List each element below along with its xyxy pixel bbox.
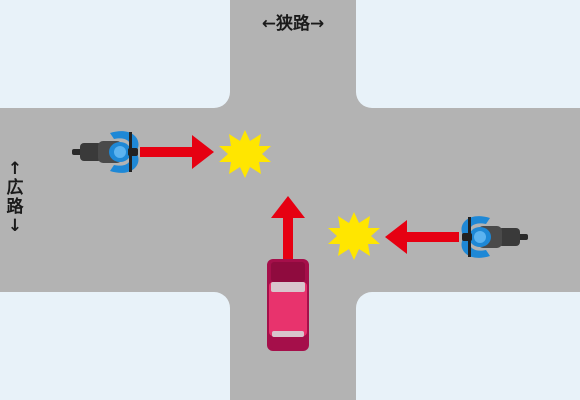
car-icon [267,259,309,351]
collision-star-left-icon [219,130,271,178]
motorcycle-left-icon [72,131,139,173]
narrow-road-label: ←狭路→ [261,14,325,34]
wide-road-down-arrow: ↓ [7,216,23,236]
arrow-car-icon [271,196,305,262]
corner-fillet-top-right [356,92,372,108]
corner-fillet-bottom-right [356,292,372,308]
arrow-right-motorcycle-icon [385,220,459,254]
arrow-left-motorcycle-icon [140,135,214,169]
wide-road-up-arrow: ↑ [7,159,23,179]
corner-fillet-bottom-left [214,292,230,308]
collision-star-right-icon [328,212,380,260]
wide-road-char-1: 広 [6,178,24,198]
corner-fillet-top-left [214,92,230,108]
motorcycle-right-icon [461,216,528,258]
wide-road-label: ↑ 広 路 ↓ [2,160,28,236]
wide-road-char-2: 路 [6,197,24,217]
